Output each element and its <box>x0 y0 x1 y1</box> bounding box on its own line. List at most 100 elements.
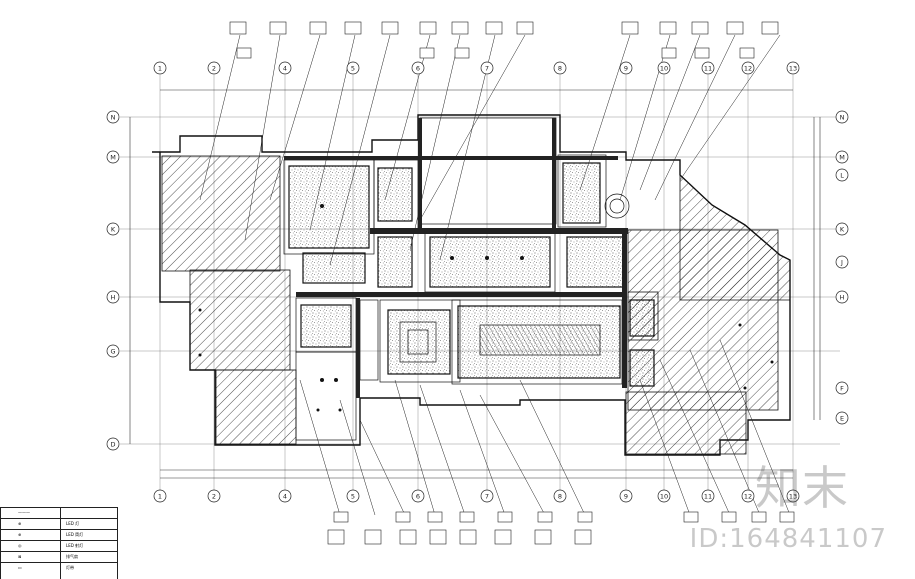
legend-text: LED 射灯 <box>66 543 84 548</box>
axis-right-F-bubble <box>835 381 849 395</box>
axis-top-5-bubble <box>346 61 360 75</box>
axis-top-8-bubble <box>553 61 567 75</box>
axis-left-G-bubble <box>106 344 120 358</box>
ceiling-frames <box>283 117 630 441</box>
legend-symbol: ◎ <box>18 543 22 548</box>
legend-text: LED 筒灯 <box>66 532 84 537</box>
axis-left-D-bubble <box>106 437 120 451</box>
wall-bands <box>284 118 628 398</box>
axis-right-H-label: H <box>840 293 845 301</box>
axis-left-M-label: M <box>110 153 116 161</box>
axis-bottom-12-label: 12 <box>744 492 752 500</box>
axis-bottom-8-bubble <box>553 489 567 503</box>
axis-bottom-1-label: 1 <box>158 492 162 500</box>
axis-bottom-2-bubble <box>207 489 221 503</box>
axis-right-H-bubble <box>835 290 849 304</box>
legend-row: ——— <box>0 507 118 518</box>
axis-bottom-9-bubble <box>619 489 633 503</box>
axis-top-2-bubble <box>207 61 221 75</box>
axis-bottom-4-label: 4 <box>283 492 287 500</box>
axis-top-7-bubble <box>480 61 494 75</box>
axis-bottom-6-label: 6 <box>416 492 420 500</box>
legend-symbol: ⊕ <box>18 532 22 537</box>
axis-left-G-label: G <box>110 347 115 355</box>
axis-top-12-label: 12 <box>744 64 752 72</box>
axis-top-6-bubble <box>411 61 425 75</box>
axis-top-4-bubble <box>278 61 292 75</box>
axis-top-10-bubble <box>657 61 671 75</box>
axis-bottom-7-bubble <box>480 489 494 503</box>
hatched-areas <box>161 155 791 455</box>
axis-top-11-label: 11 <box>704 64 712 72</box>
axis-top-5-label: 5 <box>351 64 355 72</box>
axis-bottom-6-bubble <box>411 489 425 503</box>
axis-bottom-5-label: 5 <box>351 492 355 500</box>
axis-right-E-label: E <box>840 414 844 422</box>
axis-bottom-5-bubble <box>346 489 360 503</box>
axis-top-11-bubble <box>701 61 715 75</box>
label-tags-bottom <box>327 511 795 545</box>
building-outline <box>152 114 791 456</box>
axis-top-4-label: 4 <box>283 64 287 72</box>
axis-top-1-bubble <box>153 61 167 75</box>
axis-left-M-bubble <box>106 150 120 164</box>
axis-right-M-bubble <box>835 150 849 164</box>
axis-right-J-bubble <box>835 255 849 269</box>
legend-text: LED 灯 <box>66 521 80 526</box>
axis-bottom-9-label: 9 <box>624 492 628 500</box>
axis-right-E-bubble <box>835 411 849 425</box>
legend-row: ⊕LED 灯 <box>0 518 118 529</box>
axis-bottom-7-label: 7 <box>485 492 489 500</box>
axis-bottom-4-bubble <box>278 489 292 503</box>
axis-bottom-12-bubble <box>741 489 755 503</box>
axis-right-M-label: M <box>839 153 845 161</box>
axis-right-N-label: N <box>840 113 845 121</box>
axis-bottom-11-label: 11 <box>704 492 712 500</box>
legend-text: 灯带 <box>66 565 74 570</box>
axis-right-F-label: F <box>840 384 844 392</box>
axis-right-N-bubble <box>835 110 849 124</box>
axis-right-L-label: L <box>840 171 844 179</box>
axis-left-H-label: H <box>111 293 116 301</box>
axis-left-D-label: D <box>110 440 115 448</box>
axis-left-N-label: N <box>111 113 116 121</box>
light-fixtures <box>198 204 774 412</box>
axis-bottom-10-bubble <box>657 489 671 503</box>
legend-row: ⊕ LED 筒灯 <box>0 529 118 540</box>
axis-top-2-label: 2 <box>212 64 216 72</box>
legend-symbol: ▭ <box>18 565 22 570</box>
axis-bottom-1-bubble <box>153 489 167 503</box>
axis-bottom-2-label: 2 <box>212 492 216 500</box>
legend-symbol: ⊠ <box>18 554 22 559</box>
axis-top-13-label: 13 <box>789 64 797 72</box>
legend-text: 排气扇 <box>66 554 78 559</box>
axis-bottom-13-label: 13 <box>789 492 797 500</box>
axis-bottom-8-label: 8 <box>558 492 562 500</box>
legend-row: ◎ LED 射灯 <box>0 540 118 551</box>
axis-right-K-bubble <box>835 222 849 236</box>
axis-top-6-label: 6 <box>416 64 420 72</box>
axis-bottom-13-bubble <box>786 489 800 503</box>
legend-row: ▭ 灯带 <box>0 562 118 573</box>
axis-left-H-bubble <box>106 290 120 304</box>
label-tags-top <box>229 21 779 59</box>
axis-top-7-label: 7 <box>485 64 489 72</box>
axis-right-J-label: J <box>840 258 843 266</box>
axis-top-10-label: 10 <box>660 64 668 72</box>
axis-top-8-label: 8 <box>558 64 562 72</box>
axis-top-9-bubble <box>619 61 633 75</box>
axis-left-K-label: K <box>111 225 116 233</box>
axis-left-N-bubble <box>106 110 120 124</box>
legend-table: ———⊕LED 灯 ⊕ LED 筒灯 ◎ LED 射灯 ⊠ 排气扇 ▭ 灯带 <box>0 507 118 579</box>
axis-bottom-10-label: 10 <box>660 492 668 500</box>
axis-top-13-bubble <box>786 61 800 75</box>
axis-top-1-label: 1 <box>158 64 162 72</box>
axis-right-K-label: K <box>840 225 845 233</box>
axis-top-12-bubble <box>741 61 755 75</box>
axis-right-L-bubble <box>835 168 849 182</box>
axis-bottom-11-bubble <box>701 489 715 503</box>
axis-left-K-bubble <box>106 222 120 236</box>
axis-top-9-label: 9 <box>624 64 628 72</box>
